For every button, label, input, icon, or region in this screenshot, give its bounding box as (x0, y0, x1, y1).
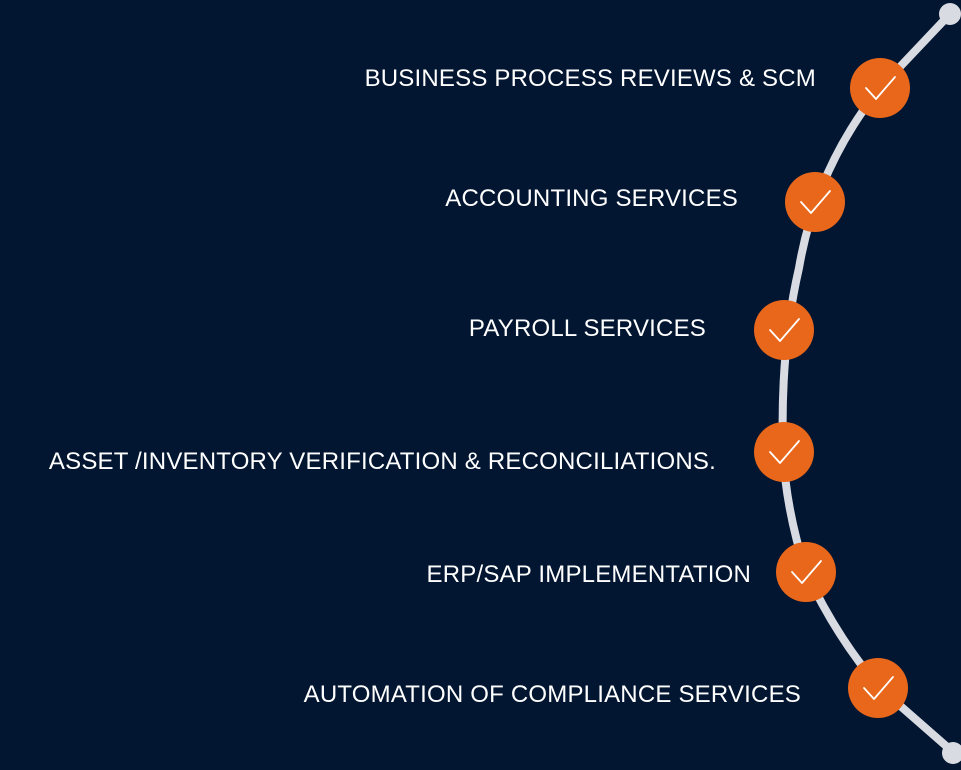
service-label-business-process: BUSINESS PROCESS REVIEWS & SCM (364, 65, 816, 92)
check-icon (754, 300, 814, 360)
timeline-start-dot (939, 3, 961, 25)
check-icon (785, 172, 845, 232)
service-label-asset-inventory: ASSET /INVENTORY VERIFICATION & RECONCIL… (48, 448, 716, 475)
service-label-accounting: ACCOUNTING SERVICES (445, 185, 738, 212)
check-icon (850, 58, 910, 118)
timeline-curve (778, 10, 957, 756)
check-icon (754, 422, 814, 482)
service-label-payroll: PAYROLL SERVICES (468, 315, 706, 342)
service-label-automation-compliance: AUTOMATION OF COMPLIANCE SERVICES (303, 681, 801, 708)
service-label-erp-sap: ERP/SAP IMPLEMENTATION (426, 561, 751, 588)
check-icon (848, 658, 908, 718)
check-icon (776, 542, 836, 602)
timeline-end-dot (942, 742, 961, 764)
